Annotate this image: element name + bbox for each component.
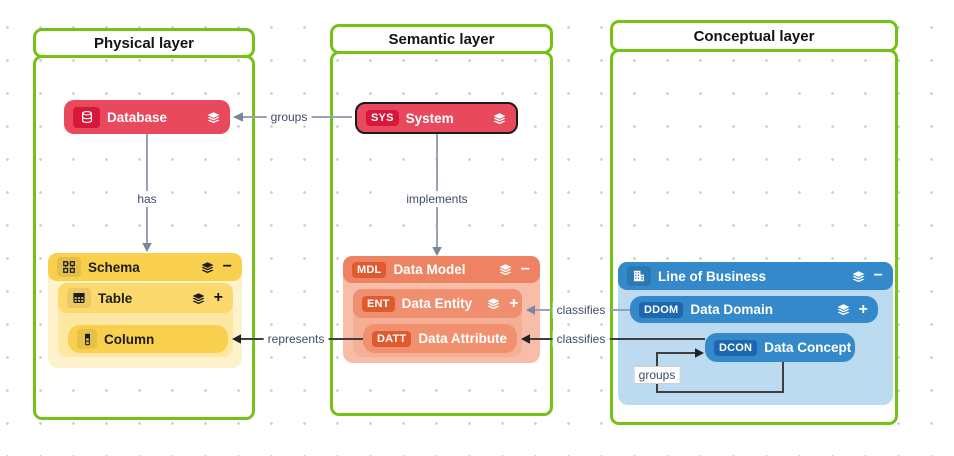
layers-icon xyxy=(498,262,513,277)
collapse-button[interactable]: − xyxy=(520,260,530,278)
expand-button[interactable]: + xyxy=(858,300,868,318)
node-label: Data Domain xyxy=(690,302,773,317)
layer-title-text: Physical layer xyxy=(93,34,195,52)
group-data-entity[interactable]: ENT Data Entity + DATT Data Attribute xyxy=(353,289,522,357)
data-model-badge: MDL xyxy=(352,261,387,278)
building-icon xyxy=(627,266,651,286)
node-label: Data Attribute xyxy=(418,331,508,346)
edge-label-groups-self: groups xyxy=(633,366,681,384)
node-label: Line of Business xyxy=(658,268,767,284)
group-table-header[interactable]: Table + xyxy=(58,283,233,313)
group-data-entity-header[interactable]: ENT Data Entity + xyxy=(353,289,522,318)
data-attribute-badge: DATT xyxy=(372,330,412,347)
node-label: Data Model xyxy=(393,262,466,277)
layer-physical-title[interactable]: Physical layer xyxy=(33,28,255,58)
node-label: Data Concept xyxy=(764,340,852,355)
node-label: Column xyxy=(104,331,155,347)
node-database[interactable]: Database xyxy=(64,100,230,134)
layer-title-text: Semantic layer xyxy=(388,30,495,48)
layers-icon xyxy=(836,302,851,317)
layers-icon xyxy=(200,260,215,275)
group-line-of-business-header[interactable]: Line of Business − xyxy=(618,262,893,290)
database-icon xyxy=(73,106,100,128)
expand-button[interactable]: + xyxy=(213,289,223,306)
layer-conceptual-title[interactable]: Conceptual layer xyxy=(610,20,898,52)
edge-label-classifies-top: classifies xyxy=(552,302,610,318)
node-data-concept[interactable]: DCON Data Concept xyxy=(705,333,855,362)
collapse-button[interactable]: − xyxy=(222,258,232,275)
data-domain-badge: DDOM xyxy=(639,301,684,318)
node-column[interactable]: Column xyxy=(68,325,228,353)
group-schema[interactable]: Schema − Table xyxy=(48,253,242,368)
layers-icon xyxy=(851,269,866,284)
layers-icon xyxy=(191,291,206,306)
layer-semantic-title[interactable]: Semantic layer xyxy=(330,24,553,54)
edge-label-has: has xyxy=(133,191,161,207)
schema-icon xyxy=(57,257,81,277)
group-schema-header[interactable]: Schema − xyxy=(48,253,242,281)
group-data-model-header[interactable]: MDL Data Model − xyxy=(343,256,540,283)
layers-icon xyxy=(206,110,221,125)
node-system[interactable]: SYS System xyxy=(355,102,518,134)
layer-title-text: Conceptual layer xyxy=(693,27,815,45)
group-data-model[interactable]: MDL Data Model − ENT Data Entity xyxy=(343,256,540,363)
edge-label-groups: groups xyxy=(266,109,312,125)
data-concept-badge: DCON xyxy=(714,339,758,356)
node-data-domain[interactable]: DDOM Data Domain + xyxy=(630,296,878,323)
layers-icon xyxy=(492,111,507,126)
node-label: System xyxy=(405,110,454,126)
node-label: Schema xyxy=(88,259,140,275)
table-icon xyxy=(67,288,91,308)
edge-label-implements: implements xyxy=(402,191,472,207)
data-entity-badge: ENT xyxy=(362,295,395,312)
layers-icon xyxy=(486,296,501,311)
node-label: Table xyxy=(98,290,133,306)
group-table[interactable]: Table + C xyxy=(58,283,233,357)
expand-button[interactable]: + xyxy=(509,294,519,312)
node-data-attribute[interactable]: DATT Data Attribute xyxy=(363,324,517,353)
node-label: Data Entity xyxy=(401,296,473,311)
edge-label-represents: represents xyxy=(263,331,329,347)
system-badge: SYS xyxy=(366,110,399,126)
node-label: Database xyxy=(107,109,168,125)
edge-label-classifies-bottom: classifies xyxy=(552,331,610,347)
column-icon xyxy=(77,329,97,349)
collapse-button[interactable]: − xyxy=(873,267,883,284)
